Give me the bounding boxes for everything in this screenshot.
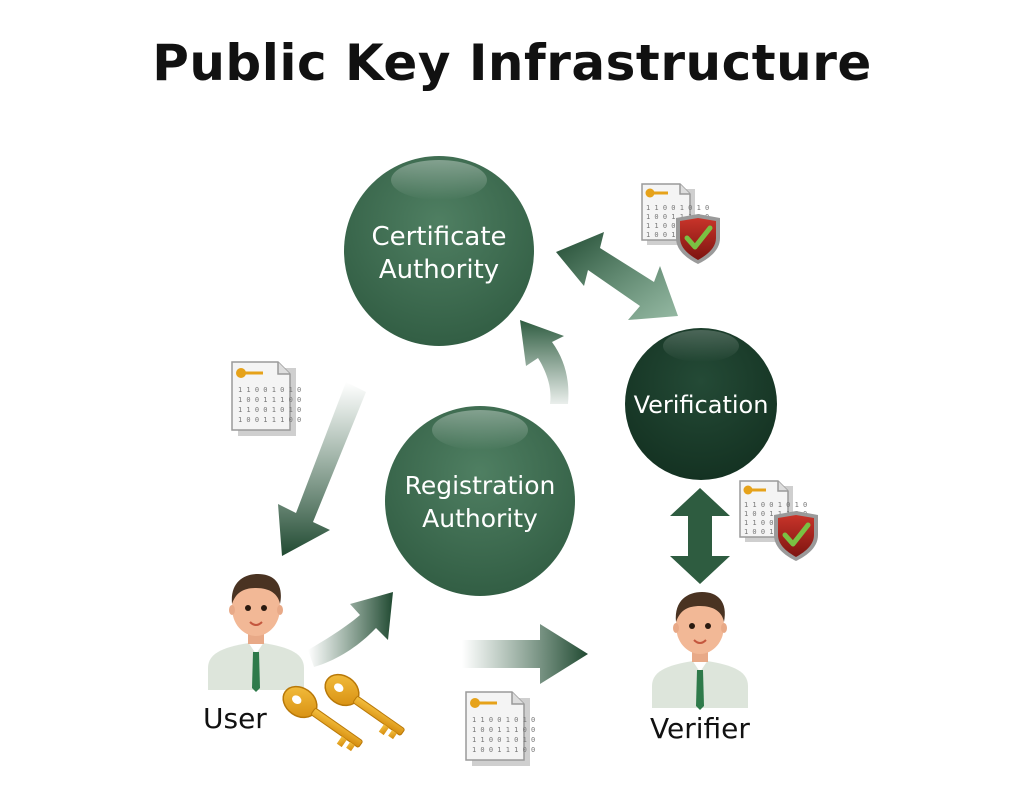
registration-authority-node: Registration Authority [385, 406, 575, 596]
certificate-authority-node: Certificate Authority [344, 156, 534, 346]
svg-text:1 0 0 1 1 1 0 0: 1 0 0 1 1 1 0 0 [238, 396, 301, 404]
svg-text:1 0 0 1 1 1 0 0: 1 0 0 1 1 1 0 0 [646, 213, 709, 221]
page-title: Public Key Infrastructure [152, 34, 872, 92]
svg-text:1 1 0 0 1 0 1 0: 1 1 0 0 1 0 1 0 [472, 736, 535, 744]
key-icon [645, 188, 668, 198]
svg-text:1 1 0 0 1 0 1 0: 1 1 0 0 1 0 1 0 [744, 501, 807, 509]
verified-certificate-icon: 1 1 0 0 1 0 1 0 1 0 0 1 1 1 0 0 1 1 0 0 … [641, 183, 720, 264]
svg-text:1 0 0 1 1 1 0 0: 1 0 0 1 1 1 0 0 [238, 416, 301, 424]
verification-label: Verification [634, 391, 769, 419]
arrow-ra-to-verifier [462, 624, 588, 684]
svg-text:1 0 0 1 1 1 0 0: 1 0 0 1 1 1 0 0 [472, 726, 535, 734]
svg-text:1 1 0 0 1 0 1 0: 1 1 0 0 1 0 1 0 [238, 386, 301, 394]
verifier-label: Verifier [650, 712, 750, 745]
shield-check-icon [774, 511, 818, 561]
svg-text:1 0 0 1 1 1 0 0: 1 0 0 1 1 1 0 0 [744, 510, 807, 518]
arrow-ra-to-ca [520, 320, 569, 404]
svg-text:1 1 0 0 1 0 1 0: 1 1 0 0 1 0 1 0 [238, 406, 301, 414]
arrow-ca-verification [556, 232, 678, 320]
key-icon [470, 698, 497, 708]
verified-certificate-icon: 1 1 0 0 1 0 1 0 1 0 0 1 1 1 0 0 1 1 0 0 … [739, 480, 818, 561]
shield-check-icon [676, 214, 720, 264]
arrow-user-to-ra [308, 592, 393, 667]
ra-label-line2: Authority [422, 504, 538, 533]
ra-label-line1: Registration [405, 471, 556, 500]
user-avatar [208, 574, 304, 692]
arrow-verification-verifier [670, 488, 730, 584]
ca-label-line2: Authority [379, 255, 499, 285]
svg-text:1 0 0 1 1 1 0 0: 1 0 0 1 1 1 0 0 [472, 746, 535, 754]
key-icon [743, 485, 766, 495]
user-label: User [203, 702, 267, 735]
ca-label-line1: Certificate [371, 222, 506, 252]
svg-text:1 1 0 0 1 0 1 0: 1 1 0 0 1 0 1 0 [472, 716, 535, 724]
arrow-ca-to-user [278, 382, 366, 556]
certificate-document-icon: 1 1 0 0 1 0 1 0 1 0 0 1 1 1 0 0 1 1 0 0 … [465, 691, 535, 766]
certificate-document-icon: 1 1 0 0 1 0 1 0 1 0 0 1 1 1 0 0 1 1 0 0 … [231, 361, 301, 436]
key-icon [236, 368, 263, 378]
svg-text:1 1 0 0 1 0 1 0: 1 1 0 0 1 0 1 0 [646, 204, 709, 212]
verification-node: Verification [625, 328, 777, 480]
keys-icon [282, 673, 405, 752]
verifier-avatar [652, 592, 748, 710]
